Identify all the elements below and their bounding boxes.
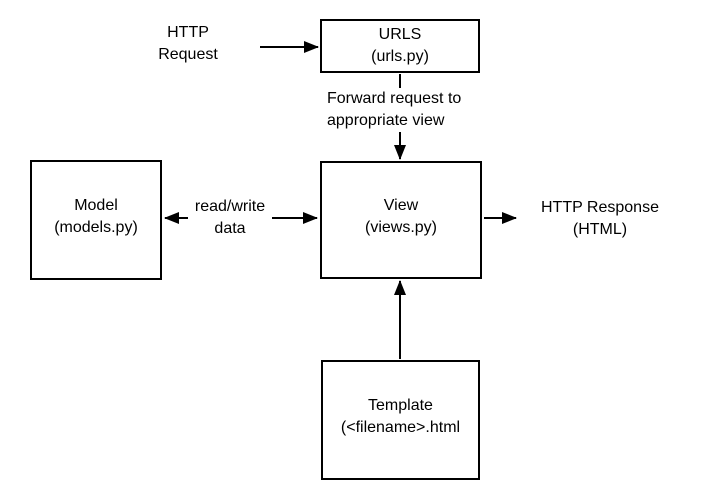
model-box: Model (models.py) xyxy=(30,160,162,280)
view-box-subtitle: (views.py) xyxy=(364,218,437,236)
model-box-title: Model xyxy=(74,196,118,214)
read-write-label-line2: data xyxy=(214,220,246,237)
template-box-title: Template xyxy=(368,396,433,414)
forward-request-label: Forward request to appropriate view xyxy=(327,88,462,132)
forward-request-label-line1: Forward request to xyxy=(327,90,462,107)
read-write-label: read/write data xyxy=(188,196,272,240)
forward-request-label-line2: appropriate view xyxy=(327,112,445,129)
read-write-label-line1: read/write xyxy=(194,198,266,215)
http-response-label-line2: (HTML) xyxy=(572,221,628,238)
urls-box: URLS (urls.py) xyxy=(320,19,480,73)
view-box: View (views.py) xyxy=(320,161,482,279)
template-box: Template (<filename>.html xyxy=(321,360,480,480)
http-request-label: HTTP Request xyxy=(143,22,233,66)
urls-box-title: URLS xyxy=(378,26,422,43)
template-box-subtitle: (<filename>.html xyxy=(340,418,461,436)
http-request-label-line1: HTTP xyxy=(167,24,209,41)
view-box-title: View xyxy=(383,196,419,214)
http-response-label: HTTP Response (HTML) xyxy=(528,197,672,241)
http-request-label-line2: Request xyxy=(158,46,218,63)
urls-box-subtitle: (urls.py) xyxy=(371,48,429,65)
model-box-subtitle: (models.py) xyxy=(54,218,138,236)
http-response-label-line1: HTTP Response xyxy=(541,199,659,216)
